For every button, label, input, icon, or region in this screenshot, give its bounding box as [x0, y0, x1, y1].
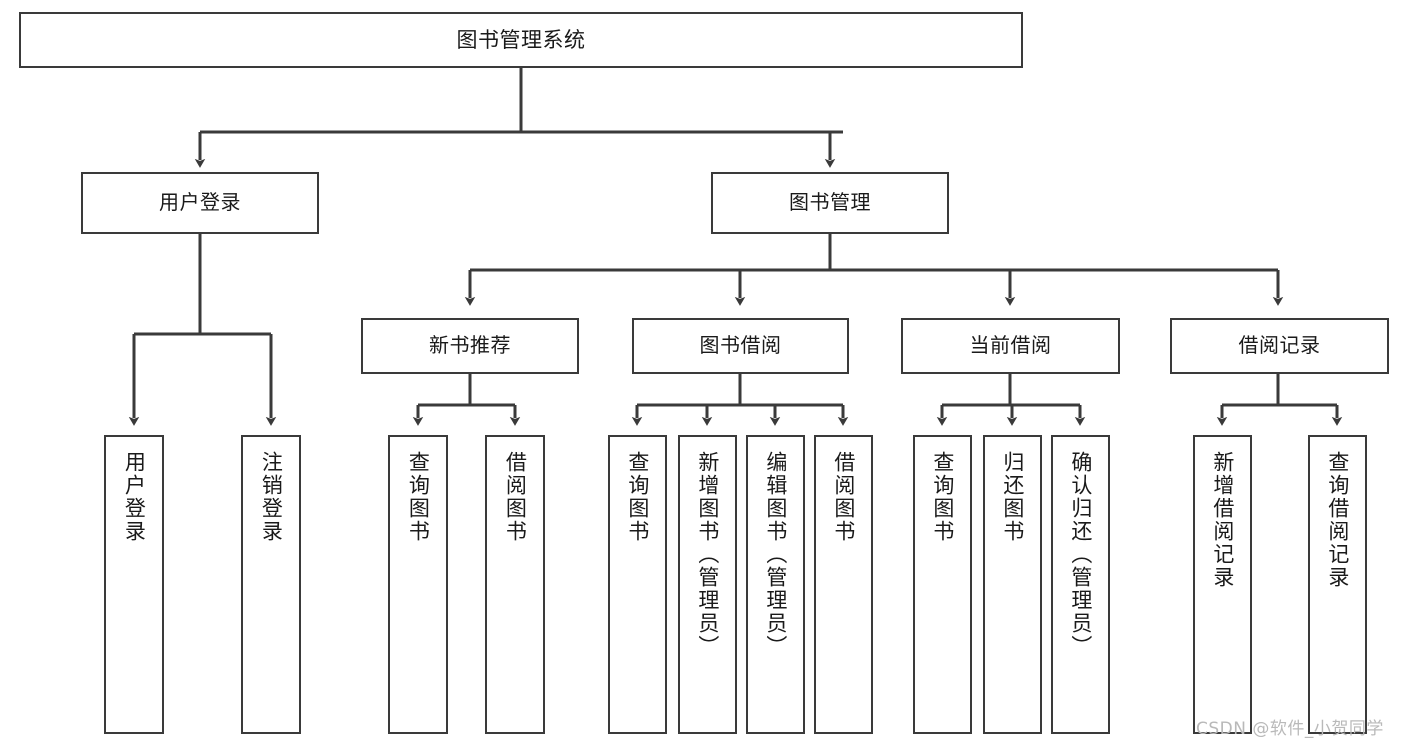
node-new-book-recommend-label: 新书推荐	[429, 333, 511, 358]
node-leaf-add-borrow-record[interactable]: 新增借阅记录	[1193, 435, 1252, 734]
node-user-login[interactable]: 用户登录	[81, 172, 319, 234]
node-leaf-query-borrow-record[interactable]: 查询借阅记录	[1308, 435, 1367, 734]
node-leaf-query-book-1[interactable]: 查询图书	[388, 435, 448, 734]
node-new-book-recommend[interactable]: 新书推荐	[361, 318, 579, 374]
node-leaf-borrow-book-1-label: 借阅图书	[503, 451, 528, 543]
node-leaf-borrow-book-1[interactable]: 借阅图书	[485, 435, 545, 734]
csdn-watermark: CSDN @软件_小贺同学	[1196, 719, 1384, 739]
node-leaf-user-login-label: 用户登录	[122, 451, 147, 543]
node-leaf-return-book[interactable]: 归还图书	[983, 435, 1042, 734]
node-leaf-query-borrow-record-label: 查询借阅记录	[1325, 451, 1350, 589]
node-leaf-confirm-return-admin-label: 确认归还（管理员）	[1068, 451, 1093, 658]
node-leaf-edit-book-admin-label: 编辑图书（管理员）	[763, 451, 788, 658]
node-leaf-query-book-2-label: 查询图书	[625, 451, 650, 543]
node-leaf-return-book-label: 归还图书	[1000, 451, 1025, 543]
node-leaf-add-book-admin-label: 新增图书（管理员）	[695, 451, 720, 658]
node-leaf-user-logout[interactable]: 注销登录	[241, 435, 301, 734]
node-leaf-query-book-1-label: 查询图书	[406, 451, 431, 543]
node-leaf-query-book-3[interactable]: 查询图书	[913, 435, 972, 734]
node-leaf-add-borrow-record-label: 新增借阅记录	[1210, 451, 1235, 589]
node-book-borrow[interactable]: 图书借阅	[632, 318, 849, 374]
node-leaf-add-book-admin[interactable]: 新增图书（管理员）	[678, 435, 737, 734]
node-root-label: 图书管理系统	[456, 27, 586, 52]
node-user-login-label: 用户登录	[159, 190, 241, 215]
node-book-manage-label: 图书管理	[789, 190, 871, 215]
node-leaf-user-logout-label: 注销登录	[259, 451, 284, 543]
node-book-borrow-label: 图书借阅	[699, 333, 782, 358]
node-leaf-borrow-book-2-label: 借阅图书	[831, 451, 856, 543]
node-leaf-borrow-book-2[interactable]: 借阅图书	[814, 435, 873, 734]
node-leaf-user-login[interactable]: 用户登录	[104, 435, 164, 734]
node-leaf-query-book-2[interactable]: 查询图书	[608, 435, 667, 734]
node-borrow-record[interactable]: 借阅记录	[1170, 318, 1389, 374]
node-leaf-confirm-return-admin[interactable]: 确认归还（管理员）	[1051, 435, 1110, 734]
node-leaf-edit-book-admin[interactable]: 编辑图书（管理员）	[746, 435, 805, 734]
node-borrow-record-label: 借阅记录	[1238, 333, 1321, 358]
node-current-borrow[interactable]: 当前借阅	[901, 318, 1120, 374]
node-root[interactable]: 图书管理系统	[19, 12, 1023, 68]
node-current-borrow-label: 当前借阅	[969, 333, 1052, 358]
node-leaf-query-book-3-label: 查询图书	[930, 451, 955, 543]
node-book-manage[interactable]: 图书管理	[711, 172, 949, 234]
